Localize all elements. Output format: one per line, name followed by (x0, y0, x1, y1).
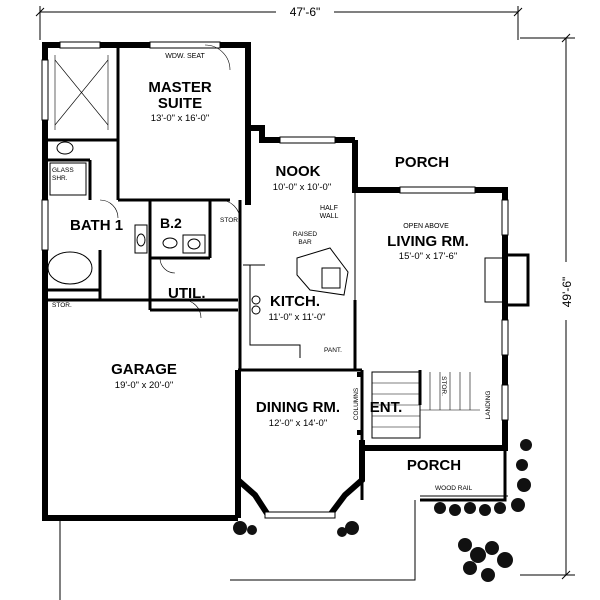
master-suite-name-2: SUITE (158, 95, 202, 112)
bath-2-name: B.2 (160, 215, 182, 231)
storage-upper-label: STOR. (220, 217, 240, 224)
kitchen-size: 11'-0" x 11'-0" (268, 312, 325, 323)
windows (41, 41, 509, 519)
stairs-icon (371, 371, 480, 439)
garage-name: GARAGE (111, 361, 177, 378)
glass-shower-label-2: SHR. (52, 175, 68, 182)
raised-bar-label-2: BAR (298, 239, 312, 246)
toilet-icon (56, 141, 74, 155)
glass-shower-label-1: GLASS (52, 167, 74, 174)
garage-size: 19'-0" x 20'-0" (115, 380, 173, 391)
window-seat-label: WDW. SEAT (165, 53, 205, 60)
storage-left-label: STOR. (52, 302, 72, 309)
walkway (59, 500, 416, 600)
entry-name: ENT. (370, 399, 403, 416)
fixtures (47, 44, 506, 439)
overall-depth-label: 49'-6" (560, 277, 574, 308)
dining-room-size: 12'-0" x 14'-0" (269, 418, 327, 429)
open-above-label: OPEN ABOVE (403, 223, 449, 230)
bathtub-icon (47, 251, 93, 285)
overall-width-label: 47'-6" (290, 5, 321, 19)
overall-width-dimension: 47'-6" (35, 4, 523, 40)
nook-name: NOOK (276, 163, 321, 180)
bath-1-name: BATH 1 (70, 217, 123, 234)
landscaping (233, 439, 532, 582)
master-suite-name-1: MASTER (148, 79, 212, 96)
master-suite-size: 13'-0" x 16'-0" (151, 113, 209, 124)
landing-label: LANDING (485, 391, 492, 420)
half-wall-label-1: HALF (320, 205, 338, 212)
vanity-icon (134, 224, 148, 254)
nook-size: 10'-0" x 10'-0" (273, 182, 331, 193)
front-porch-name: PORCH (407, 457, 461, 474)
half-wall-label-2: WALL (320, 213, 339, 220)
raised-bar-label-1: RAISED (293, 231, 318, 238)
kitchen-name: KITCH. (270, 293, 320, 310)
columns-label: COLUMNS (353, 387, 360, 420)
dining-room-name: DINING RM. (256, 399, 340, 416)
toilet-icon-2 (162, 237, 178, 249)
living-room-size: 15'-0" x 17'-6" (399, 251, 457, 262)
storage-stair-label: STOR. (440, 376, 447, 396)
rear-porch-name: PORCH (395, 154, 449, 171)
utility-name: UTIL. (168, 285, 206, 302)
room-labels: WDW. SEAT MASTER SUITE 13'-0" x 16'-0" N… (52, 53, 492, 492)
interior-walls (45, 48, 422, 440)
wood-rail-label: WOOD RAIL (435, 485, 473, 492)
overall-depth-dimension: 49'-6" (520, 33, 575, 580)
living-room-name: LIVING RM. (387, 233, 469, 250)
pantry-label: PANT. (324, 347, 342, 354)
